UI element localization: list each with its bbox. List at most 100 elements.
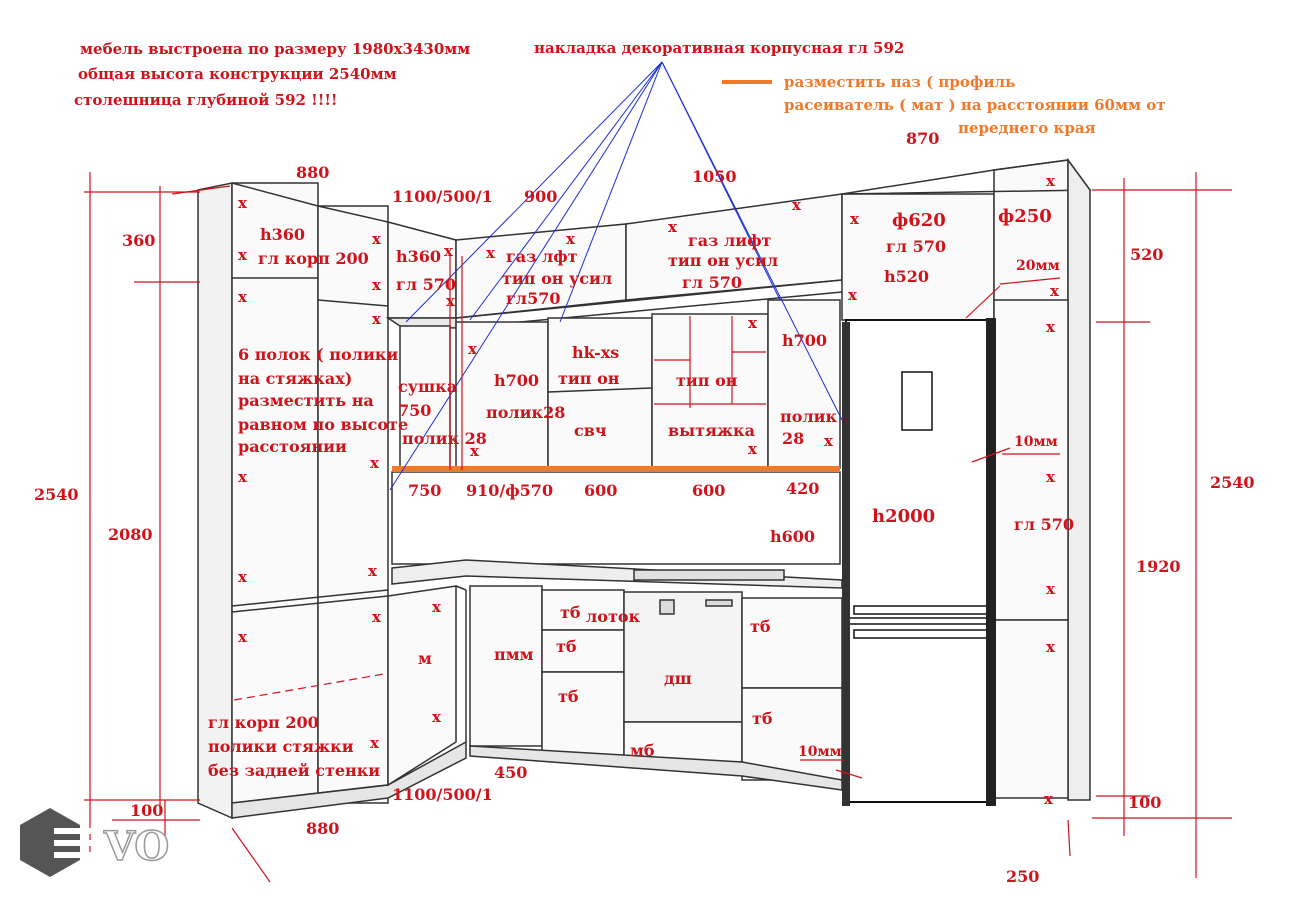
label-vytyazhka: вытяжка [668,421,755,440]
label-shelves5: расстоянии [238,437,347,456]
x-marker: x [1044,790,1054,808]
dim-250: 250 [1006,867,1039,886]
dim-1920: 1920 [1136,557,1181,576]
label-polik28c2: 28 [782,429,804,448]
label-tb2: тб [556,637,577,656]
dim-360: 360 [122,231,155,250]
x-marker: x [848,286,858,304]
logo-text: VO [103,823,169,870]
label-bezzadnei: без задней стенки [208,761,380,780]
dim-520: 520 [1130,245,1163,264]
x-marker: x [372,310,382,328]
label-tb1: тб [560,603,581,622]
label-gazlift: газ лифт [688,231,772,250]
dim-900: 900 [524,187,557,206]
x-marker: x [748,314,758,332]
dim-750: 750 [408,481,441,500]
label-m: м [418,649,432,668]
x-marker: x [372,230,382,248]
x-marker: x [566,230,576,248]
x-marker: x [470,442,480,460]
label-sushka: сушка [398,377,457,396]
x-marker: x [1046,580,1056,598]
x-marker: x [370,454,380,472]
label-mb: мб [630,741,655,760]
label-h360b: h360 [396,247,441,266]
label-h700b: h700 [782,331,827,350]
x-marker: x [432,708,442,726]
x-marker: x [368,562,378,580]
label-tipon3: тип он [558,369,620,388]
label-shelves3: разместить на [238,391,374,410]
label-dsh: дш [664,669,692,688]
label-h360a: h360 [260,225,305,244]
dim-910: 910/ф570 [466,481,553,500]
note-line2: общая высота конструкции 2540мм [78,65,397,83]
dimension-lines [84,172,1232,883]
note-line1: мебель выстроена по размеру 1980х3430мм [80,40,471,58]
label-tb4: тб [750,617,771,636]
dim-20mm: 20мм [1016,258,1060,274]
label-tipon4: тип он [676,371,738,390]
label-tipon2: тип он усил [668,251,778,270]
x-marker: x [1050,282,1060,300]
label-gl570c: гл 570 [682,273,742,292]
dim-10mm-b: 10мм [798,744,842,760]
note-line3: столешница глубиной 592 !!!! [74,91,338,109]
label-pmm: пмм [494,645,534,664]
dim-10mm-a: 10мм [1014,434,1058,450]
note-groove1: разместить паз ( профиль [784,73,1016,91]
evo-logo: VO [20,808,170,877]
dim-420: 420 [786,479,819,498]
x-marker: x [748,440,758,458]
dim-600a: 600 [584,481,617,500]
label-f250: ф250 [998,206,1052,227]
x-marker: x [238,468,248,486]
x-marker: x [372,276,382,294]
label-shelves4: равном по высоте [238,415,408,434]
label-polik28c1: полик [780,407,838,426]
x-marker: x [824,432,834,450]
x-marker: x [1046,638,1056,656]
dim-h2000: h2000 [872,506,935,527]
label-shelves1: 6 полок ( полики [238,345,398,364]
label-hkxs: hk-xs [572,343,619,362]
label-polik28b: полик28 [486,403,565,422]
guide-lines [389,61,843,491]
dim-2540-right: 2540 [1210,473,1255,492]
label-glkorp200a: гл корп 200 [258,249,369,268]
note-groove3: переднего края [958,119,1096,137]
label-polik28a: полик 28 [402,429,487,448]
label-h520: h520 [884,267,929,286]
x-marker: x [444,242,454,260]
x-marker: x [432,598,442,616]
x-marker: x [1046,172,1056,190]
dim-1050: 1050 [692,167,737,186]
dim-450: 450 [494,763,527,782]
x-marker: x [1046,318,1056,336]
dim-h600: h600 [770,527,815,546]
label-gl570a: гл 570 [396,275,456,294]
label-tb3: тб [558,687,579,706]
label-f620: ф620 [892,210,946,231]
label-polikistyazhki: полики стяжки [208,737,354,756]
x-marker: x [850,210,860,228]
x-marker: x [668,218,678,236]
dim-2540-left: 2540 [34,485,79,504]
dim-2080: 2080 [108,525,153,544]
label-s750: 750 [398,401,431,420]
x-marker: x [238,246,248,264]
dim-100-right: 100 [1128,793,1161,812]
dim-880-top: 880 [296,163,329,182]
x-marker: x [238,628,248,646]
label-tb5: тб [752,709,773,728]
label-tipon1: тип он усил [502,269,612,288]
dim-1100-top: 1100/500/1 [392,187,493,206]
cabinet-outline [197,157,1092,820]
x-marker: x [370,734,380,752]
x-marker: x [446,292,456,310]
label-svch: свч [574,421,607,440]
label-h700a: h700 [494,371,539,390]
dim-880-bottom: 880 [306,819,339,838]
